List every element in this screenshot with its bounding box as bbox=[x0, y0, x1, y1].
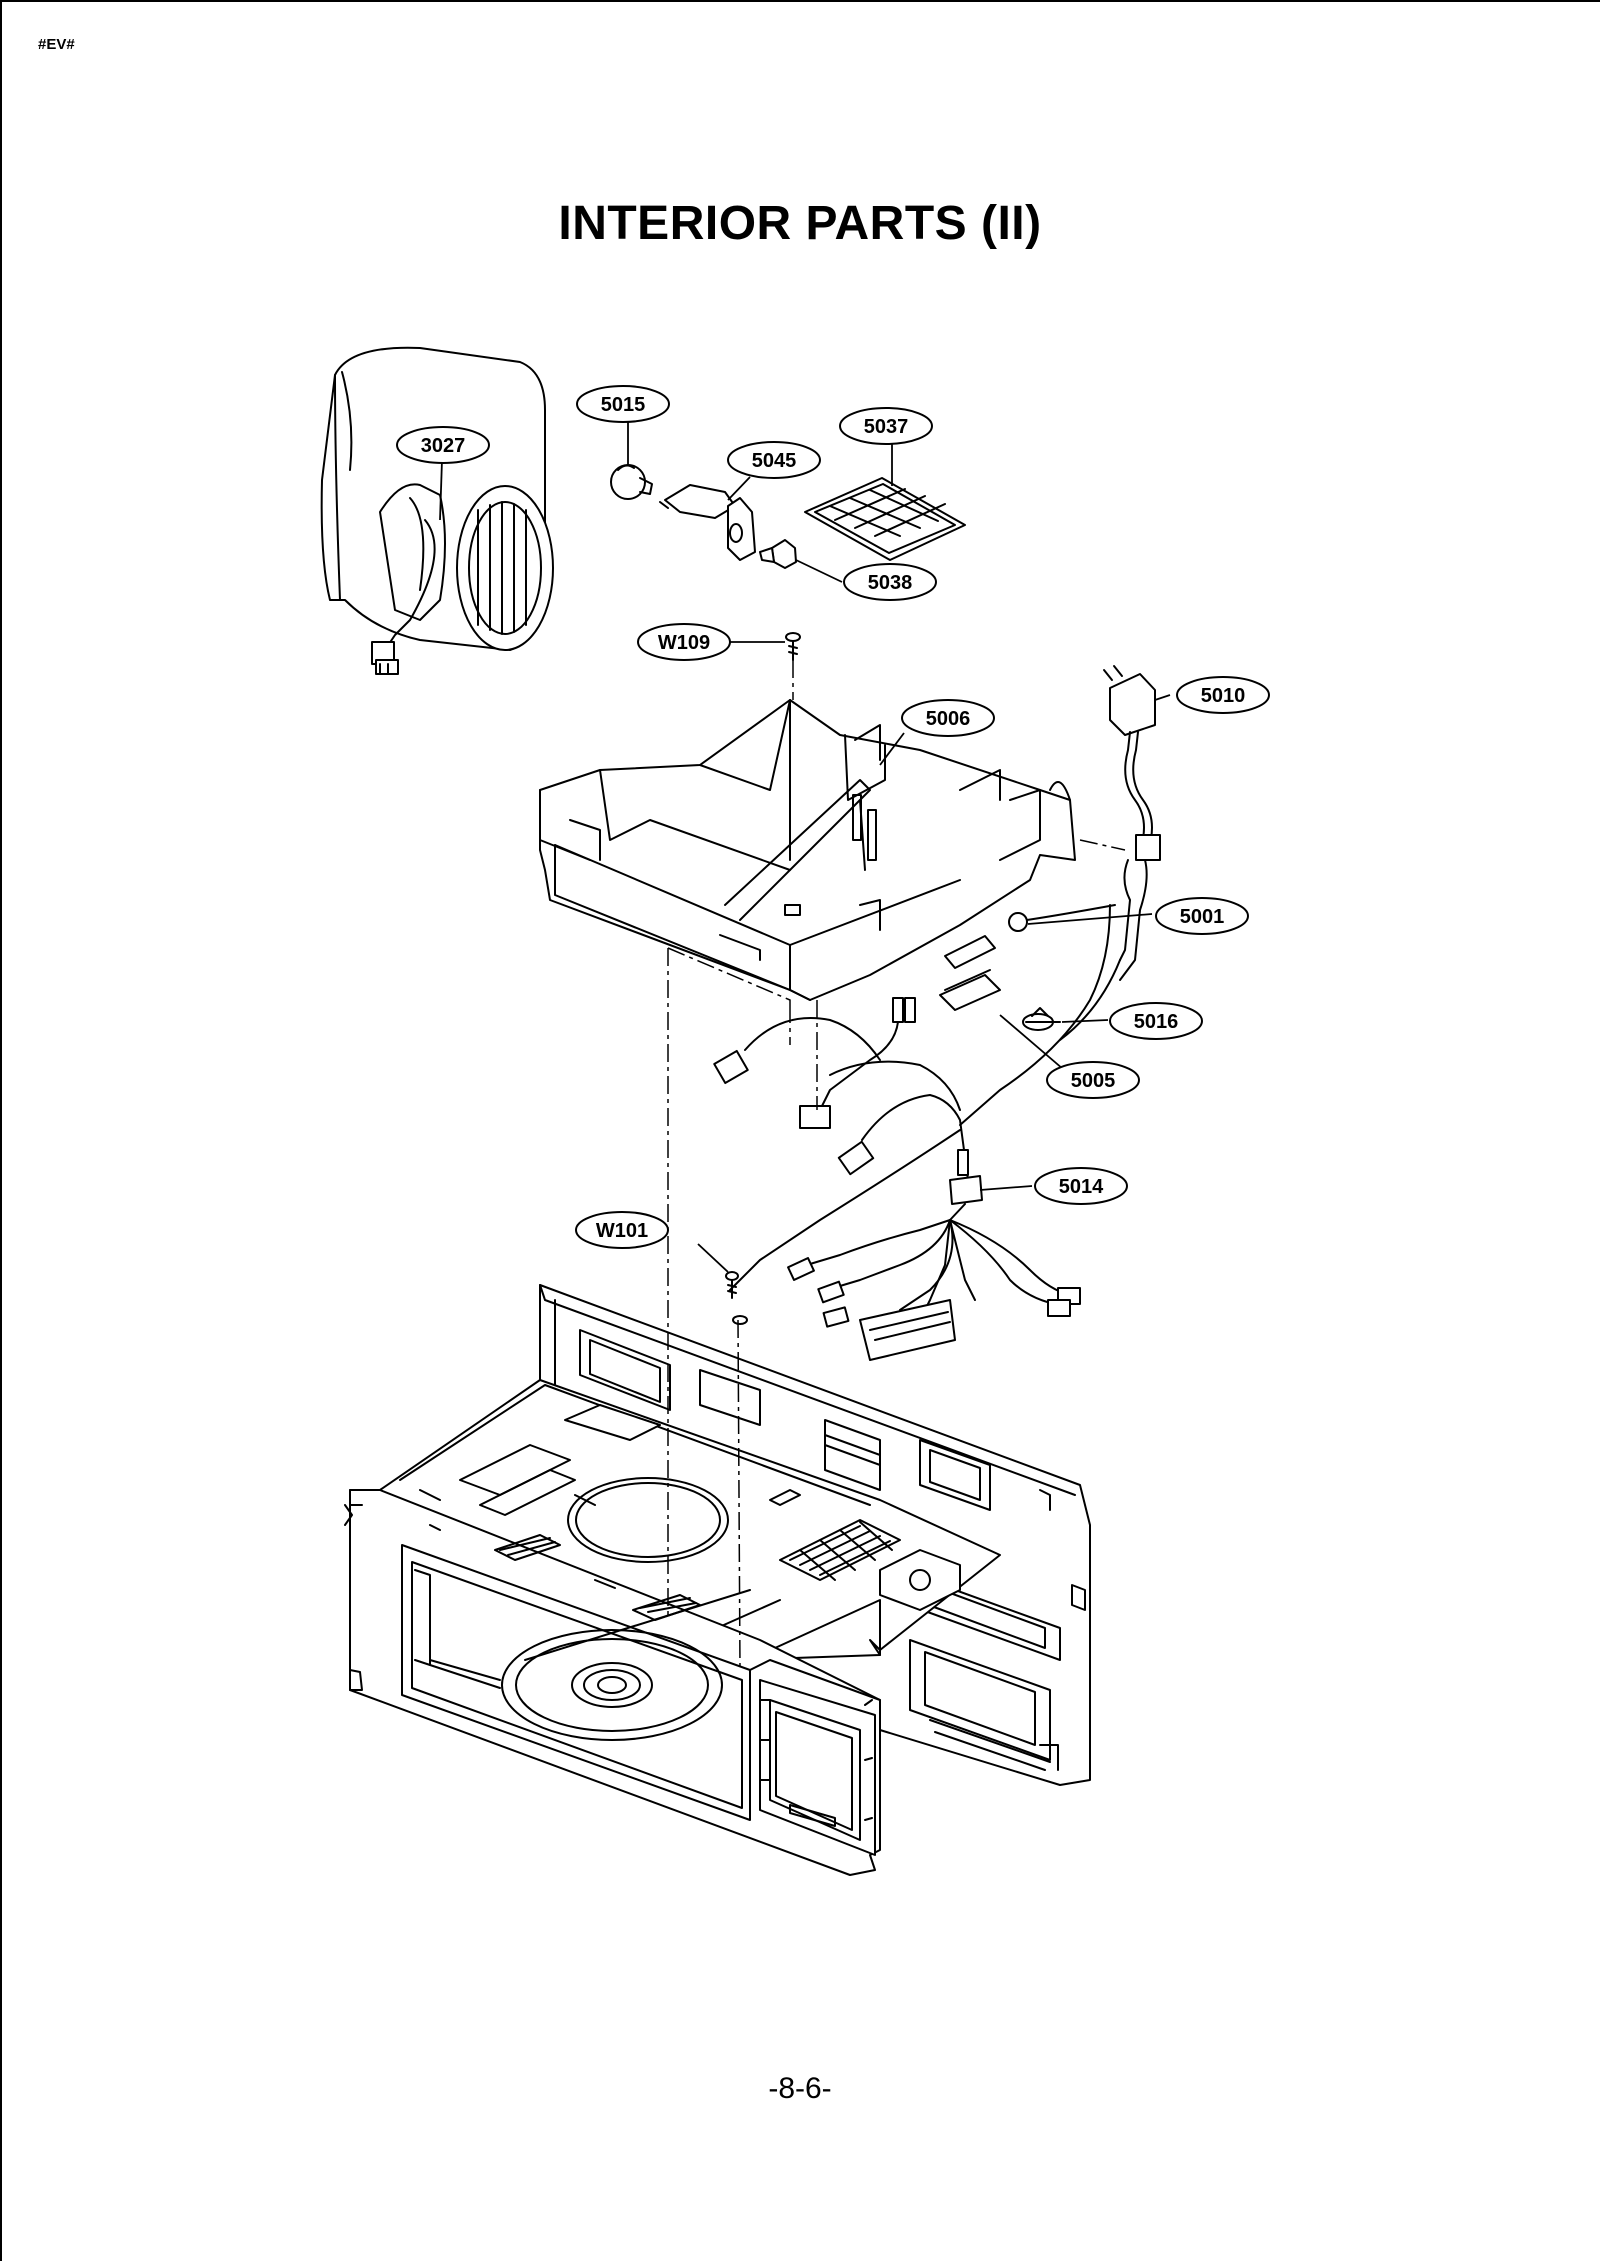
callout-5015: 5015 bbox=[576, 385, 670, 423]
power-cord-part bbox=[1103, 665, 1161, 981]
callout-label: 5037 bbox=[864, 416, 909, 438]
callout-5014: 5014 bbox=[1034, 1167, 1128, 1205]
alignment-lines bbox=[667, 660, 1126, 1671]
base-plate-part bbox=[539, 699, 1076, 1001]
callout-label: 3027 bbox=[421, 435, 466, 457]
callout-5016: 5016 bbox=[1109, 1002, 1203, 1040]
callout-5010: 5010 bbox=[1176, 676, 1270, 714]
wire-harness-part bbox=[713, 904, 1121, 1361]
callout-W109: W109 bbox=[637, 623, 731, 661]
top-border bbox=[0, 0, 1600, 2]
lamp-socket-bracket-part bbox=[659, 484, 756, 561]
callout-label: 5006 bbox=[926, 708, 971, 730]
callout-label: 5038 bbox=[868, 572, 913, 594]
screw-w109-part bbox=[785, 632, 801, 661]
callout-label: 5005 bbox=[1071, 1070, 1116, 1092]
callout-5037: 5037 bbox=[839, 407, 933, 445]
blower-motor-part bbox=[320, 346, 554, 675]
fuse-part bbox=[944, 904, 1116, 969]
callout-label: W109 bbox=[658, 632, 710, 654]
callout-label: 5016 bbox=[1134, 1011, 1179, 1033]
left-border bbox=[0, 0, 2, 2261]
lamp-bulb-part bbox=[610, 464, 653, 500]
fuse-holder-part bbox=[939, 969, 1001, 1011]
callout-label: 5014 bbox=[1059, 1176, 1104, 1198]
callout-5045: 5045 bbox=[727, 441, 821, 479]
screw-w101-part bbox=[725, 1271, 748, 1325]
thermostat-part bbox=[1022, 1007, 1061, 1031]
callout-label: 5015 bbox=[601, 394, 646, 416]
callout-W101: W101 bbox=[575, 1211, 669, 1249]
leader-lines bbox=[439, 420, 1171, 1273]
callout-label: W101 bbox=[596, 1220, 648, 1242]
callout-5038: 5038 bbox=[843, 563, 937, 601]
grease-filter-part bbox=[804, 477, 966, 561]
callout-label: 5010 bbox=[1201, 685, 1246, 707]
page-number: -8-6- bbox=[768, 2072, 832, 2105]
callout-5005: 5005 bbox=[1046, 1061, 1140, 1099]
callout-label: 5001 bbox=[1180, 906, 1225, 928]
page-title: INTERIOR PARTS (II) bbox=[558, 197, 1042, 250]
callout-3027: 3027 bbox=[396, 426, 490, 464]
callout-5001: 5001 bbox=[1155, 897, 1249, 935]
callout-label: 5045 bbox=[752, 450, 797, 472]
callout-5006: 5006 bbox=[901, 699, 995, 737]
oven-cavity-chassis-part bbox=[344, 1284, 1091, 1876]
document-code: #EV# bbox=[38, 36, 75, 53]
lamp-cover-part bbox=[759, 539, 797, 569]
